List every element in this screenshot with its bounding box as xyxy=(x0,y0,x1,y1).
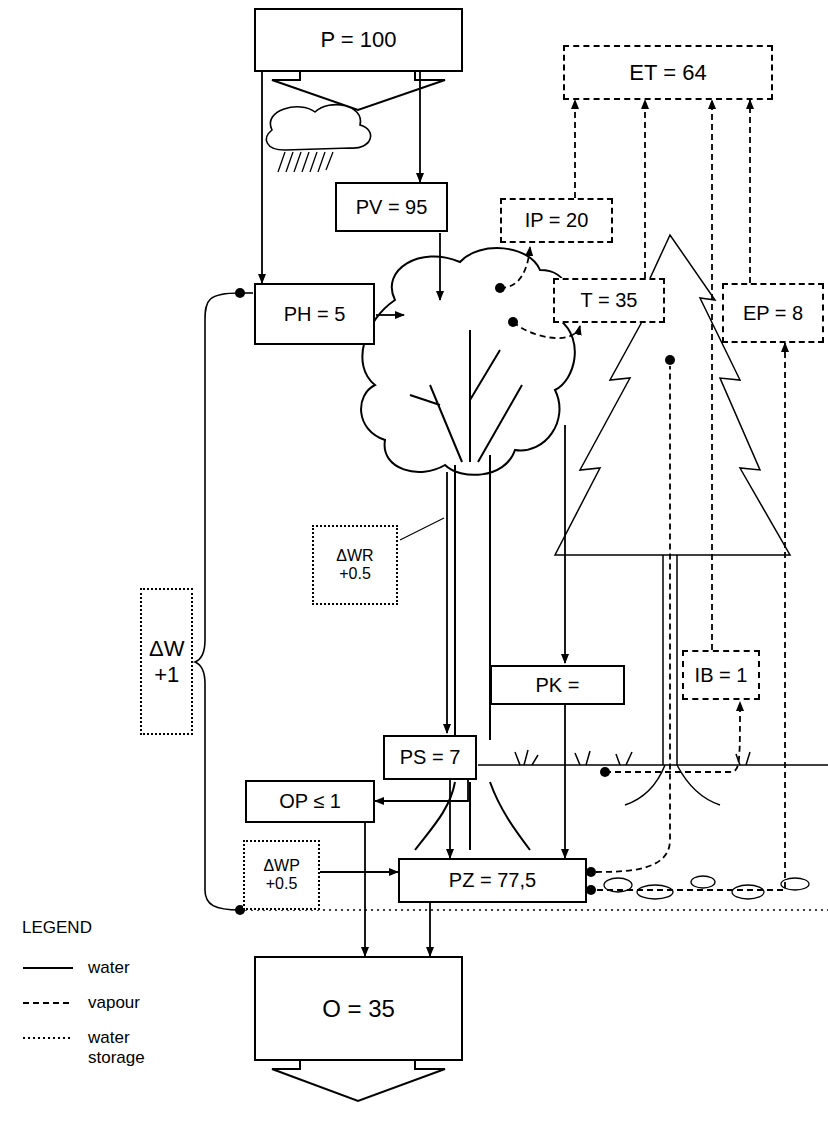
water-arrow xyxy=(375,780,468,801)
legend-text: vapour xyxy=(88,993,140,1013)
flux-value: PK = xyxy=(536,674,580,697)
cloud xyxy=(266,105,370,150)
legend-text: water storage xyxy=(88,1028,145,1069)
vapour-box: EP = 8 xyxy=(722,283,824,343)
vapour-arrow xyxy=(749,100,751,283)
vapour-arrow xyxy=(587,343,785,890)
vapour-arrow xyxy=(711,100,713,650)
legend-heading: LEGEND xyxy=(22,918,92,938)
water-arrow xyxy=(449,780,451,858)
flux-value: ET = 64 xyxy=(629,60,706,85)
legend-swatch xyxy=(22,997,74,1009)
ground xyxy=(478,750,828,765)
water-arrow xyxy=(419,72,421,182)
flux-box: PK = xyxy=(490,665,625,705)
legend-swatch xyxy=(22,962,74,974)
flux-value: PV = 95 xyxy=(356,196,428,219)
flux-value: P = 100 xyxy=(320,27,396,52)
flux-value: IB = 1 xyxy=(695,664,748,687)
flux-value: T = 35 xyxy=(581,289,638,312)
flux-value: ΔW +1 xyxy=(149,636,184,687)
water-arrow xyxy=(564,705,566,858)
flux-value: O = 35 xyxy=(322,995,395,1023)
flux-value: ΔWR +0.5 xyxy=(336,547,373,584)
vapour-arrow xyxy=(644,100,646,278)
vapour-box: IP = 20 xyxy=(500,198,613,243)
output-box: O = 35 xyxy=(254,956,463,1061)
flux-box: OP ≤ 1 xyxy=(245,780,375,823)
flux-box: PS = 7 xyxy=(383,735,477,780)
flux-value: OP ≤ 1 xyxy=(279,790,341,813)
storage-box: ΔWP +0.5 xyxy=(243,840,320,910)
flux-value: PH = 5 xyxy=(284,303,346,326)
water-arrow xyxy=(429,903,431,956)
flux-value: PS = 7 xyxy=(400,746,461,769)
flux-box: PH = 5 xyxy=(254,283,375,345)
water-arrow xyxy=(261,72,263,283)
storage-box: ΔWR +0.5 xyxy=(312,525,398,605)
flux-value: IP = 20 xyxy=(525,209,589,232)
water-flow-line xyxy=(376,233,565,733)
storage-level xyxy=(245,909,828,911)
junction-dot xyxy=(235,283,675,915)
vapour-box: T = 35 xyxy=(553,278,665,323)
stone-layer xyxy=(604,876,809,899)
vapour-arrow xyxy=(574,100,576,198)
vapour-flow-line xyxy=(500,247,740,872)
flux-value: ΔWP +0.5 xyxy=(263,857,299,894)
legend-text: water xyxy=(88,958,130,978)
flux-box: PZ = 77,5 xyxy=(398,858,587,903)
legend-swatch xyxy=(22,1032,74,1044)
flux-value: EP = 8 xyxy=(743,302,803,325)
rain-hatch xyxy=(278,152,333,172)
flux-box: PV = 95 xyxy=(335,182,448,232)
water-arrow xyxy=(364,823,366,956)
vapour-box: ET = 64 xyxy=(563,45,773,100)
water-arrow xyxy=(320,871,398,873)
input-box: P = 100 xyxy=(254,8,463,72)
flux-value: PZ = 77,5 xyxy=(449,869,536,892)
storage-box: ΔW +1 xyxy=(140,588,193,735)
vapour-box: IB = 1 xyxy=(682,650,760,700)
